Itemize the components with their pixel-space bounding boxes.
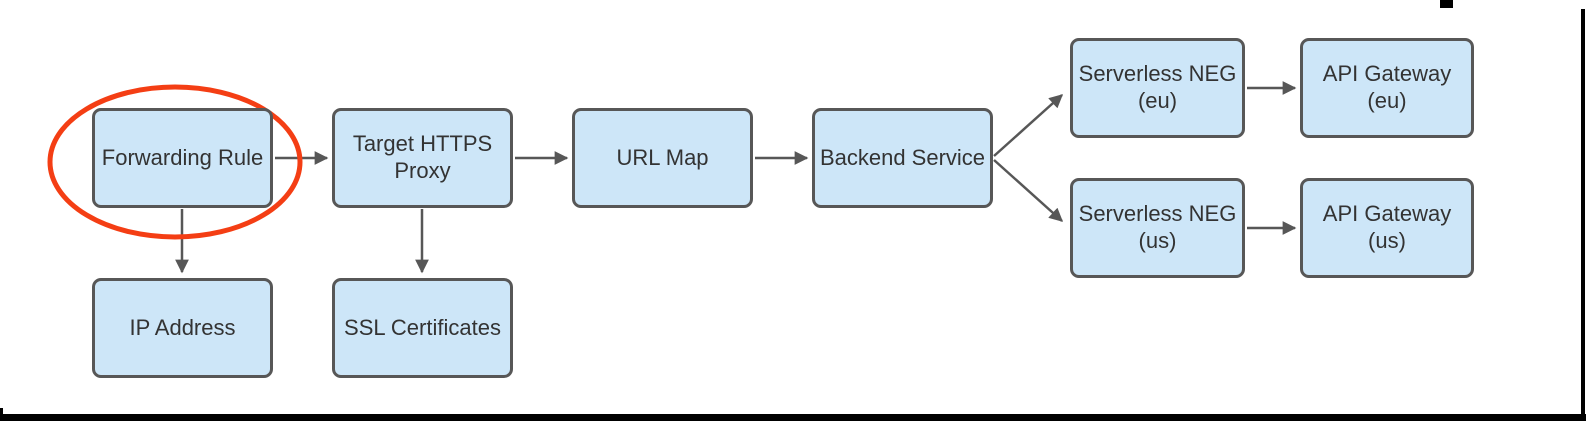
node-serverless-neg-eu-label: Serverless NEG (eu) (1078, 61, 1237, 113)
frame-edge-top-dash (1440, 0, 1453, 8)
node-ssl-certificates-label: SSL Certificates (344, 314, 501, 340)
node-target-https-proxy-label: Target HTTPS Proxy (352, 131, 493, 183)
node-backend-service-label: Backend Service (819, 144, 986, 170)
node-serverless-neg-us-label: Serverless NEG (us) (1078, 201, 1237, 253)
node-api-gateway-us-label: API Gateway (us) (1322, 201, 1452, 253)
node-forwarding-rule: Forwarding Rule (92, 108, 273, 208)
node-ssl-certificates: SSL Certificates (332, 278, 513, 378)
edge-backendservice-serverlessnegeu (993, 94, 1064, 157)
node-api-gateway-eu: API Gateway (eu) (1300, 38, 1474, 138)
edge-backendservice-serverlessnegus (993, 159, 1064, 222)
frame-edge-right (1581, 9, 1585, 421)
frame-edge-bottom (0, 414, 1586, 421)
node-target-https-proxy: Target HTTPS Proxy (332, 108, 513, 208)
node-api-gateway-us: API Gateway (us) (1300, 178, 1474, 278)
node-ip-address-label: IP Address (129, 314, 236, 340)
node-forwarding-rule-label: Forwarding Rule (101, 144, 264, 170)
node-url-map-label: URL Map (616, 144, 709, 170)
node-url-map: URL Map (572, 108, 753, 208)
node-serverless-neg-us: Serverless NEG (us) (1070, 178, 1245, 278)
node-ip-address: IP Address (92, 278, 273, 378)
frame-edge-left (0, 408, 3, 421)
node-serverless-neg-eu: Serverless NEG (eu) (1070, 38, 1245, 138)
node-backend-service: Backend Service (812, 108, 993, 208)
node-api-gateway-eu-label: API Gateway (eu) (1322, 61, 1452, 113)
